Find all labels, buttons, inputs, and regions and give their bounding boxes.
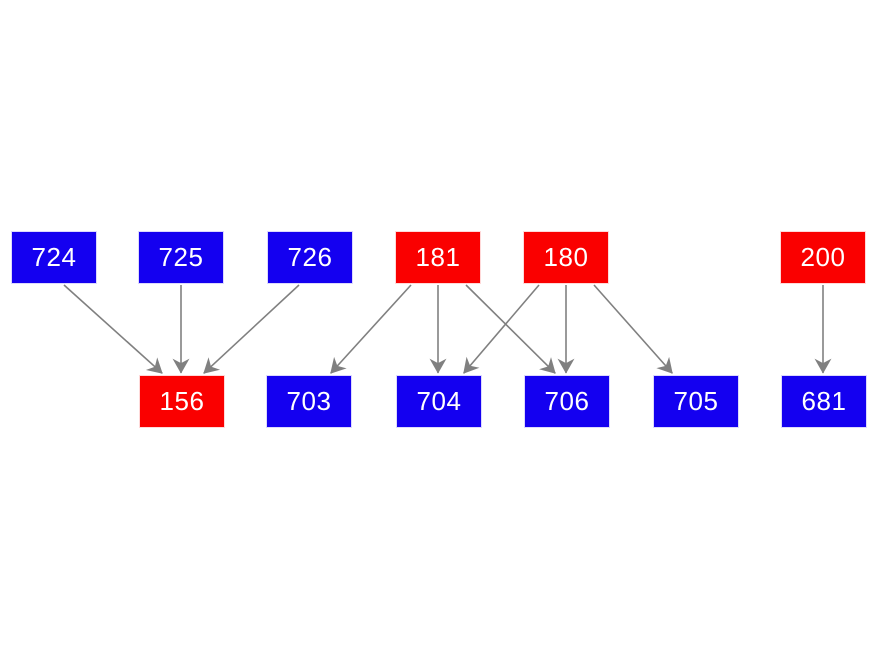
graph-edge-180-to-705 <box>593 284 673 374</box>
graph-edge-181-to-703 <box>330 284 412 374</box>
graph-node-label: 703 <box>286 385 332 416</box>
graph-node-703[interactable]: 703 <box>266 375 352 428</box>
graph-node-label: 181 <box>415 241 461 272</box>
graph-edge-726-to-156 <box>203 284 300 374</box>
graph-node-725[interactable]: 725 <box>138 231 224 284</box>
graph-node-label: 180 <box>543 241 589 272</box>
graph-node-label: 156 <box>159 385 205 416</box>
graph-node-705[interactable]: 705 <box>653 375 739 428</box>
graph-node-label: 706 <box>544 385 590 416</box>
graph-node-label: 704 <box>416 385 462 416</box>
edges-group <box>63 284 832 374</box>
graph-node-label: 726 <box>287 241 333 272</box>
graph-node-726[interactable]: 726 <box>267 231 353 284</box>
graph-node-180[interactable]: 180 <box>523 231 609 284</box>
graph-node-706[interactable]: 706 <box>524 375 610 428</box>
graph-node-704[interactable]: 704 <box>396 375 482 428</box>
graph-node-724[interactable]: 724 <box>11 231 97 284</box>
graph-node-label: 681 <box>801 385 847 416</box>
graph-node-156[interactable]: 156 <box>139 375 225 428</box>
graph-node-181[interactable]: 181 <box>395 231 481 284</box>
graph-node-label: 725 <box>158 241 204 272</box>
graph-node-label: 705 <box>673 385 719 416</box>
graph-edge-180-to-704 <box>463 284 540 374</box>
graph-edge-724-to-156 <box>63 284 163 374</box>
graph-node-label: 200 <box>800 241 846 272</box>
graph-edge-181-to-706 <box>465 284 556 374</box>
graph-node-681[interactable]: 681 <box>781 375 867 428</box>
graph-node-label: 724 <box>31 241 77 272</box>
graph-node-200[interactable]: 200 <box>780 231 866 284</box>
